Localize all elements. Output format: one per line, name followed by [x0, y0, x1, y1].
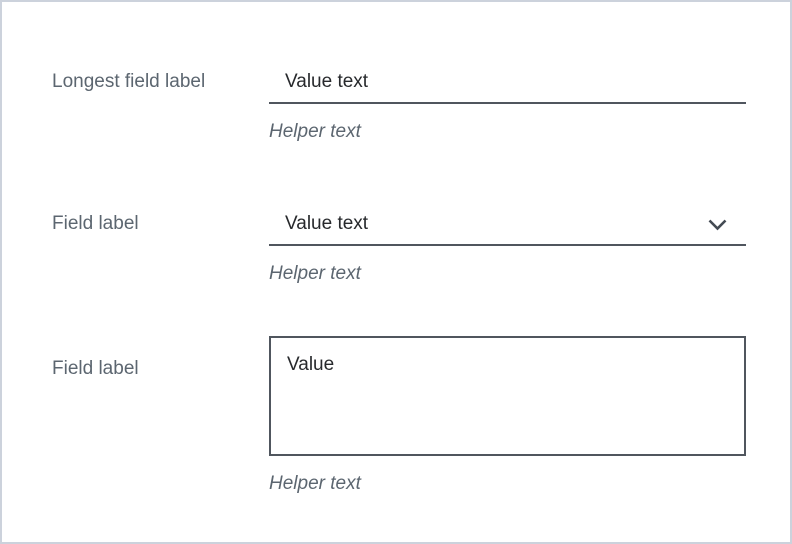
select-label: Field label	[52, 213, 139, 234]
textarea-label: Field label	[52, 358, 139, 379]
field-row-text-input: Longest field label Value text Helper te…	[52, 62, 746, 144]
textarea-helper: Helper text	[269, 473, 361, 494]
text-input-value: Value text	[285, 71, 369, 92]
select-control: Value text Helper text	[269, 204, 746, 286]
select-helper: Helper text	[269, 263, 361, 284]
textarea-input[interactable]: Value	[269, 336, 746, 456]
text-input-control: Value text Helper text	[269, 62, 746, 144]
textarea-control: Value Helper text	[269, 336, 746, 496]
field-row-textarea: Field label Value Helper text	[52, 336, 746, 496]
text-input[interactable]: Value text	[269, 62, 746, 104]
select-input[interactable]: Value text	[269, 204, 746, 246]
field-row-select: Field label Value text Helper text	[52, 204, 746, 286]
field-group: Longest field label Value text Helper te…	[2, 2, 790, 496]
chevron-down-icon	[708, 219, 727, 230]
text-input-helper: Helper text	[269, 121, 361, 142]
select-value: Value text	[285, 213, 369, 234]
textarea-value: Value	[287, 354, 335, 375]
text-input-label: Longest field label	[52, 71, 206, 92]
